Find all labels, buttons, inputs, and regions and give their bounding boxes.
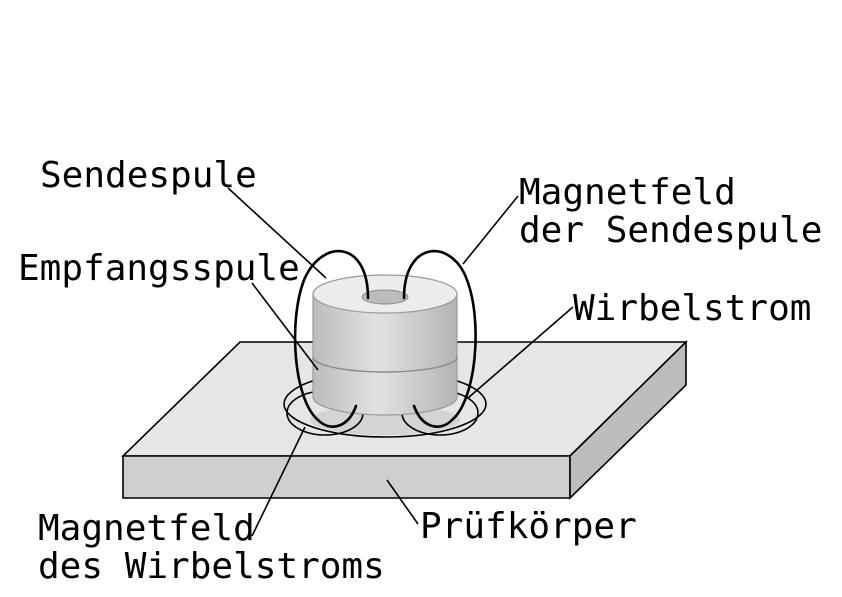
label-sendespule: Sendespule: [40, 155, 257, 196]
label-pruefkoerper: Prüfkörper: [420, 506, 637, 547]
leader-magnetfeld-sendespule: [462, 195, 519, 265]
label-wirbelstrom: Wirbelstrom: [573, 288, 811, 329]
label-magnetfeld-wirbelstrom-line1: Magnetfeld: [38, 508, 255, 549]
leader-lines: [227, 187, 574, 537]
leader-pruefkoerper: [386, 479, 419, 525]
label-magnetfeld-sendespule-line2: der Sendespule: [519, 210, 822, 251]
label-magnetfeld-sendespule-line1: Magnetfeld: [519, 172, 736, 213]
leader-wirbelstrom: [467, 306, 574, 399]
label-empfangsspule: Empfangsspule: [18, 248, 300, 289]
transmitter-field-lines: [293, 249, 477, 428]
coil: [312, 274, 458, 416]
leader-magnetfeld-wirbelstrom: [251, 426, 306, 537]
leader-sendespule: [227, 187, 327, 279]
coil-body: [312, 293, 458, 416]
test-piece-front-face: [122, 455, 571, 499]
transmitter-field-right-loop: [402, 249, 477, 428]
leader-empfangsspule: [251, 282, 319, 371]
transmitter-field-left-loop: [293, 249, 370, 428]
test-piece-side-face: [569, 340, 687, 500]
label-magnetfeld-wirbelstrom-line2: des Wirbelstroms: [38, 546, 385, 587]
labels: Sendespule Empfangsspule Magnetfeld der …: [18, 155, 822, 587]
coil-separator-line: [312, 356, 458, 373]
coil-hole: [361, 289, 409, 305]
